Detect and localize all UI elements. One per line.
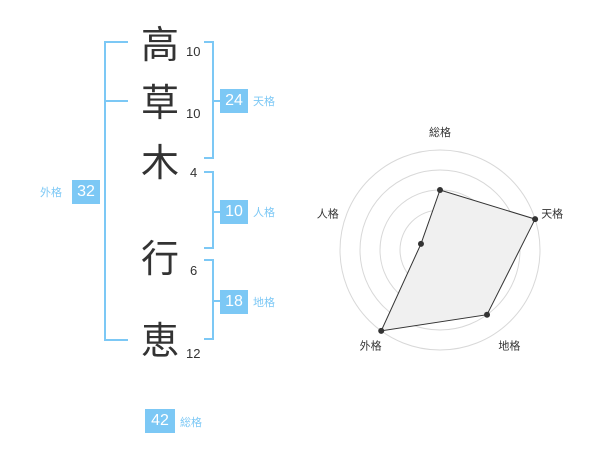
radar-axis-label-5: 人格: [317, 207, 339, 221]
jinkaku-bracket-bottom: [204, 247, 214, 249]
soukaku-badge: 42: [145, 409, 175, 433]
name-char-1: 高: [140, 23, 179, 67]
radar-axis-label-4: 外格: [360, 339, 382, 353]
jinkaku-bracket-vertical: [212, 171, 214, 249]
stroke-count-1: 10: [186, 44, 201, 59]
name-char-2: 草: [140, 81, 179, 125]
radar-point-4: [378, 327, 385, 334]
tenkaku-bracket-bottom: [204, 157, 214, 159]
radar-area: [380, 189, 536, 332]
tenkaku-bracket-top: [204, 41, 214, 43]
chikaku-bracket-top: [204, 259, 214, 261]
radar-axis-label-2: 天格: [541, 207, 563, 221]
stroke-count-3: 4: [190, 165, 198, 180]
gaikaku-bracket-top: [104, 41, 128, 43]
stroke-count-4: 6: [190, 263, 198, 278]
jinkaku-badge: 10: [220, 200, 248, 224]
jinkaku-label: 人格: [253, 206, 275, 219]
chikaku-badge: 18: [220, 290, 248, 314]
jinkaku-bracket-tick: [212, 211, 220, 213]
chikaku-bracket-tick: [212, 300, 220, 302]
radar-axis-label-3: 地格: [498, 339, 520, 353]
chikaku-bracket-bottom: [204, 338, 214, 340]
soukaku-label: 総格: [180, 416, 202, 429]
gaikaku-badge: 32: [72, 180, 100, 204]
radar-axis-label-1: 総格: [429, 125, 451, 139]
radar-point-2: [532, 216, 539, 223]
radar-point-3: [484, 311, 491, 318]
radar-points: [378, 187, 539, 334]
tenkaku-label: 天格: [253, 95, 275, 108]
radar-point-5: [417, 240, 424, 247]
name-char-5: 恵: [140, 319, 179, 363]
gaikaku-bracket-bottom: [104, 339, 128, 341]
chikaku-bracket-vertical: [212, 259, 214, 340]
stroke-count-5: 12: [186, 346, 201, 361]
radar-point-1: [437, 187, 443, 193]
gaikaku-label: 外格: [40, 186, 62, 199]
name-char-3: 木: [140, 141, 179, 185]
stroke-count-2: 10: [186, 106, 201, 121]
jinkaku-bracket-top: [204, 171, 214, 173]
gaikaku-bracket-vertical: [104, 41, 106, 341]
name-char-4: 行: [140, 237, 179, 281]
tenkaku-bracket-tick: [212, 100, 220, 102]
chikaku-label: 地格: [253, 296, 275, 309]
tenkaku-badge: 24: [220, 89, 248, 113]
gaikaku-bracket-mid: [104, 100, 128, 102]
